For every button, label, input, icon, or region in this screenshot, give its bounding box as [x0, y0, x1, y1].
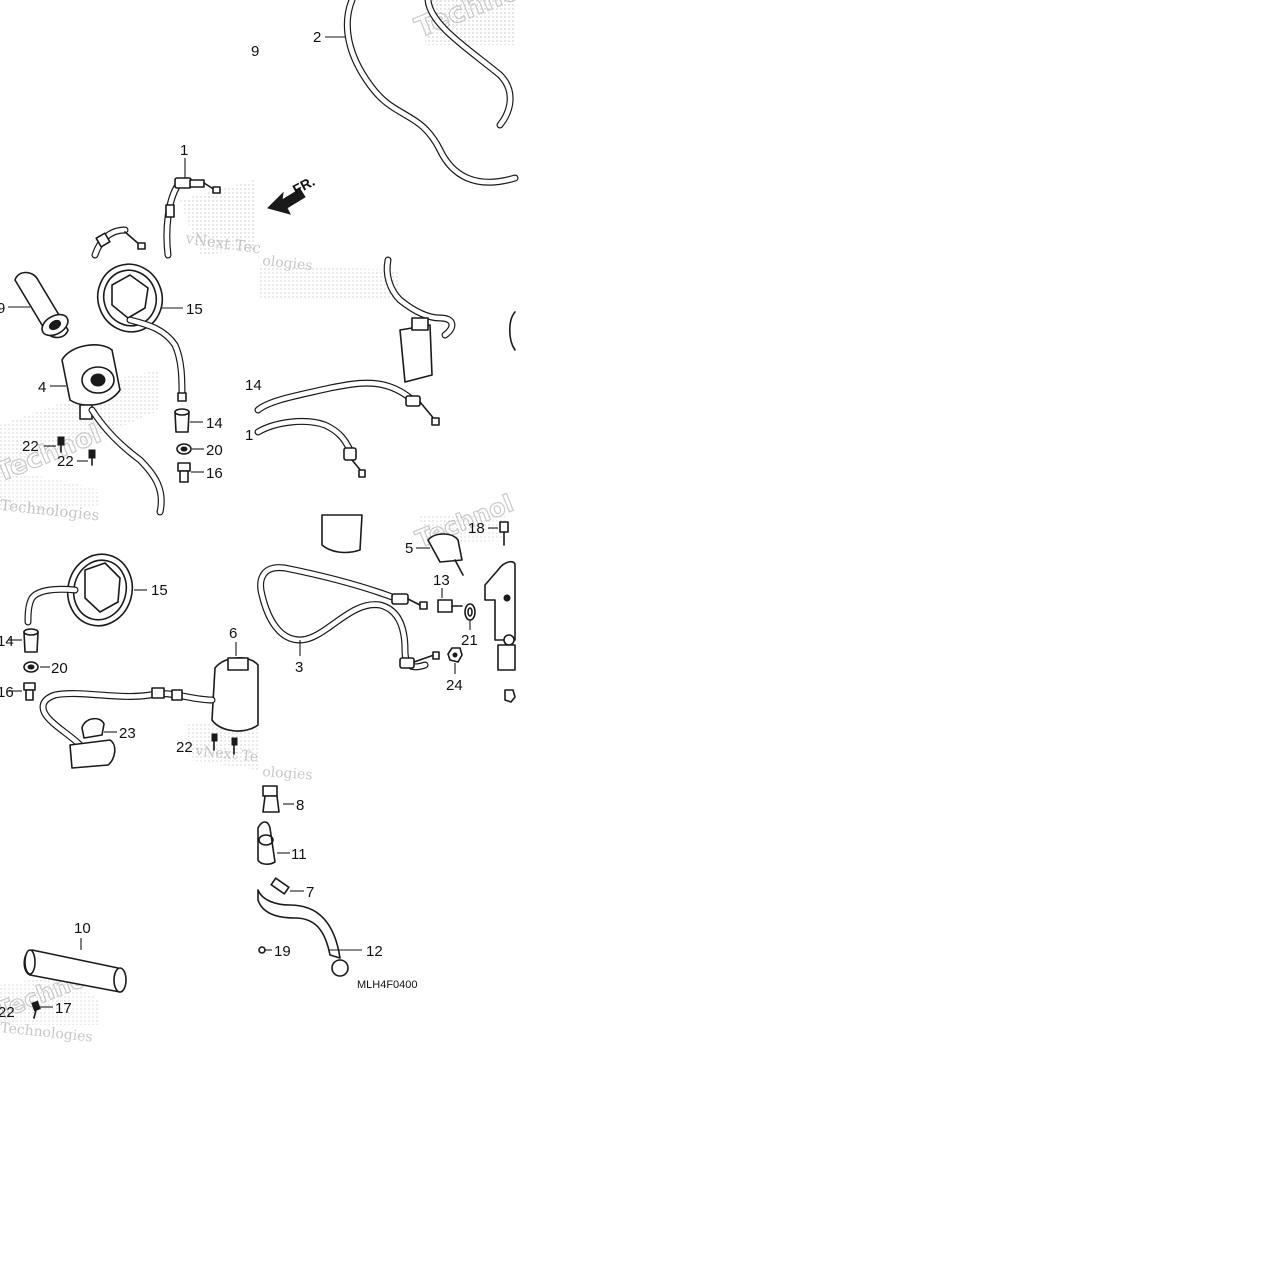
part-5-bracket: [321, 514, 464, 576]
diagram-code: MLH4F0400: [357, 979, 418, 991]
callout-22-a: 22: [22, 438, 39, 455]
callout-16-upper: 16: [206, 465, 223, 482]
callout-12: 12: [366, 943, 383, 960]
part-4-throttle-housing: [50, 344, 165, 516]
callout-21: 21: [461, 632, 478, 649]
part-3-cable: [257, 564, 440, 671]
callout-1-middle: 1: [245, 427, 253, 444]
parts-8-11-7: [257, 785, 304, 895]
callout-1: 1: [180, 142, 188, 159]
callout-9-top: 9: [251, 43, 259, 60]
callout-5: 5: [405, 540, 413, 557]
callout-9: 9: [0, 300, 5, 317]
parts-14-20-16-lower: [8, 628, 50, 701]
part-2-cable: [325, 0, 519, 186]
part-6-switch-housing: [39, 642, 259, 769]
callout-13: 13: [433, 572, 450, 589]
callout-23: 23: [119, 725, 136, 742]
callout-20-lower: 20: [51, 660, 68, 677]
part-9-grip: [8, 271, 69, 339]
callout-22-c: 22: [176, 739, 193, 756]
callout-24: 24: [446, 677, 463, 694]
callout-22-d: 22: [0, 1004, 15, 1021]
part-22-screws-upper: [44, 436, 96, 466]
callout-17: 17: [55, 1000, 72, 1017]
callout-3: 3: [295, 659, 303, 676]
watermark-ogies-2: ologies: [262, 764, 313, 783]
watermark-text: vNext Tec ologies Technol Technol Techno…: [0, 0, 534, 1046]
callout-14-lower: 14: [0, 633, 14, 650]
part-12-lever: [257, 889, 362, 977]
part-17-screw: [31, 1000, 53, 1019]
part-1-cable: [91, 158, 221, 259]
part-15-mirror-lower: [24, 553, 147, 627]
callout-8: 8: [296, 797, 304, 814]
upper-middle-assembly: [254, 256, 516, 478]
part-15-mirror-upper: [96, 263, 187, 402]
callout-14-middle: 14: [245, 377, 262, 394]
parts-14-20-16-upper: [174, 408, 204, 483]
callout-7: 7: [306, 884, 314, 901]
watermark-company-2: vNext Te: [194, 743, 259, 766]
callout-10: 10: [74, 920, 91, 937]
callout-19: 19: [274, 943, 291, 960]
callout-labels: 2 9 1 9 15 4 14 14 1 22 20 22 16 18 5 13…: [0, 29, 485, 1021]
part-10-grip: [23, 938, 127, 993]
callout-15-upper: 15: [186, 301, 203, 318]
parts-13-21-24-18: [437, 521, 516, 703]
callout-20-upper: 20: [206, 442, 223, 459]
callout-11: 11: [291, 846, 307, 863]
callout-16-lower: 16: [0, 684, 14, 701]
callout-14-upper: 14: [206, 415, 223, 432]
watermark-ogies: ologies: [262, 253, 314, 274]
callout-6: 6: [229, 625, 237, 642]
callout-18: 18: [468, 520, 485, 537]
callout-2: 2: [313, 29, 321, 46]
part-22-screws-lower: [211, 733, 238, 755]
callout-15-lower: 15: [151, 582, 168, 599]
callout-4: 4: [38, 379, 46, 396]
front-arrow: FR.: [267, 173, 317, 215]
callout-22-b: 22: [57, 453, 74, 470]
part-23-clamp: [81, 717, 117, 739]
